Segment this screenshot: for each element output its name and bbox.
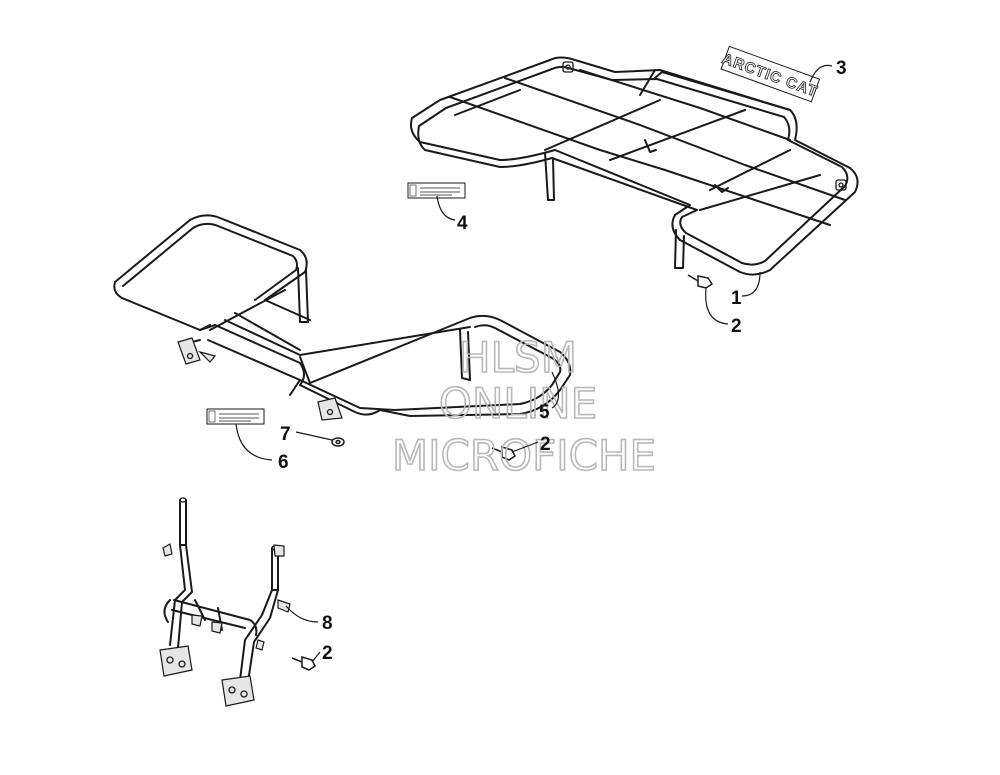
callout-5: 5 [539,402,550,423]
watermark-line2: ONLINE [439,379,597,428]
callout-2-bracket: 2 [322,643,333,664]
watermark: HLSM ONLINE MICROFICHE [391,332,657,481]
callout-7: 7 [280,424,291,445]
rear-rack [410,56,859,276]
watermark-line1: HLSM [459,333,577,382]
warning-decal-front [206,408,265,425]
callout-2-front: 2 [540,434,551,455]
watermark-line3: MICROFICHE [392,431,656,480]
front-rack-nut [331,437,345,447]
front-rack-bolt [491,445,516,461]
front-rack [113,214,572,421]
callout-3: 3 [836,58,847,79]
callout-6: 6 [278,452,289,473]
callout-4: 4 [457,213,468,234]
support-bracket [159,497,291,707]
callout-1: 1 [731,288,742,309]
callouts: 3 4 1 2 5 2 7 6 8 2 [235,58,847,664]
callout-8: 8 [322,613,333,634]
callout-2-rear: 2 [731,316,742,337]
rear-rack-bolt [687,274,714,289]
warning-decal-rear [407,182,466,199]
bracket-bolt [291,655,316,671]
